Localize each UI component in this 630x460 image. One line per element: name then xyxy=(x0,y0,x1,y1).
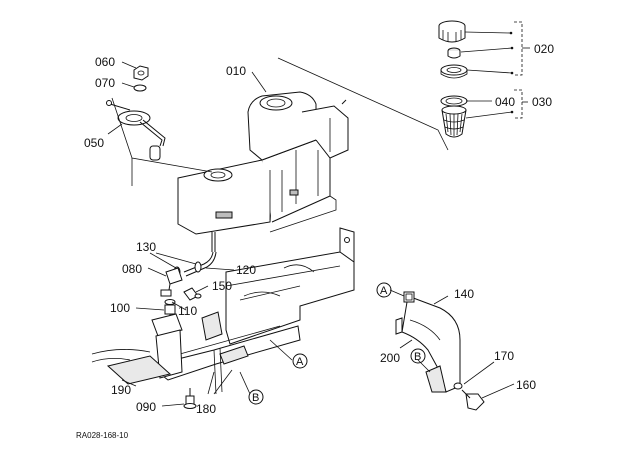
cap-assembly xyxy=(438,20,468,138)
fuel-gauge-unit xyxy=(106,61,213,186)
label-part-090: 090 xyxy=(136,400,156,414)
ref-circle-a-cover xyxy=(376,282,392,298)
label-part-010: 010 xyxy=(226,64,246,78)
label-part-200: 200 xyxy=(380,351,400,365)
label-part-100: 100 xyxy=(110,301,130,315)
label-part-040: 040 xyxy=(495,95,515,109)
label-part-060: 060 xyxy=(95,55,115,69)
label-part-050: 050 xyxy=(84,136,104,150)
label-part-190: 190 xyxy=(111,383,131,397)
reference-markers: A B A B xyxy=(248,282,426,405)
label-part-130: 130 xyxy=(136,240,156,254)
ref-label-b-cover: B xyxy=(414,351,421,363)
label-part-120: 120 xyxy=(236,263,256,277)
fuel-line-fittings xyxy=(135,251,235,322)
tank-leader-010 xyxy=(251,71,267,93)
label-part-070: 070 xyxy=(95,76,115,90)
label-part-160: 160 xyxy=(516,378,536,392)
fuel-tank xyxy=(177,91,349,252)
label-part-020: 020 xyxy=(534,42,554,56)
ref-label-a-frame: A xyxy=(296,356,304,368)
tank-mounting-frame xyxy=(91,227,355,409)
cap-leaders xyxy=(460,21,530,119)
tank-projection-line xyxy=(277,57,449,151)
ref-label-b-frame: B xyxy=(252,392,259,404)
label-part-180: 180 xyxy=(196,402,216,416)
label-part-140: 140 xyxy=(454,287,474,301)
drawing-code: RA028-168-10 xyxy=(76,431,129,440)
ref-label-a-cover: A xyxy=(380,285,388,297)
ref-circle-b-cover xyxy=(410,348,426,364)
label-part-080: 080 xyxy=(122,262,142,276)
ref-circle-b-frame xyxy=(248,389,264,405)
label-part-170: 170 xyxy=(494,349,514,363)
part-labels: 010 020 030 040 050 060 070 080 090 100 … xyxy=(84,42,554,416)
side-cover xyxy=(389,289,515,411)
label-part-030: 030 xyxy=(532,95,552,109)
label-part-150: 150 xyxy=(212,279,232,293)
label-part-110: 110 xyxy=(178,304,197,318)
ref-circle-a-frame xyxy=(292,353,308,369)
